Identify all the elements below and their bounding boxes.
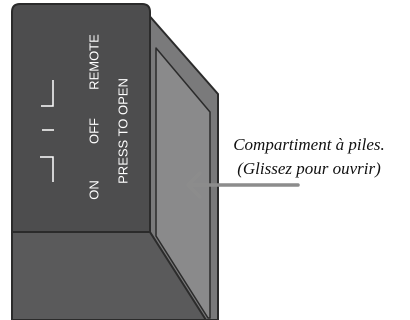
off-label: OFF bbox=[86, 118, 101, 144]
on-position-mark bbox=[40, 156, 54, 182]
remote-label: REMOTE bbox=[86, 34, 101, 90]
callout-line-1: Compartiment à piles. bbox=[233, 135, 385, 154]
remote-position-mark bbox=[41, 80, 54, 107]
callout-arrow-head bbox=[186, 171, 202, 199]
battery-compartment-callout: Compartiment à piles. (Glissez pour ouvr… bbox=[214, 133, 404, 181]
battery-door-panel[interactable] bbox=[155, 47, 211, 319]
on-label: ON bbox=[86, 180, 101, 200]
callout-line-2: (Glissez pour ouvrir) bbox=[237, 159, 381, 178]
press-to-open-label: PRESS TO OPEN bbox=[115, 78, 130, 184]
device-front-face bbox=[11, 3, 151, 233]
